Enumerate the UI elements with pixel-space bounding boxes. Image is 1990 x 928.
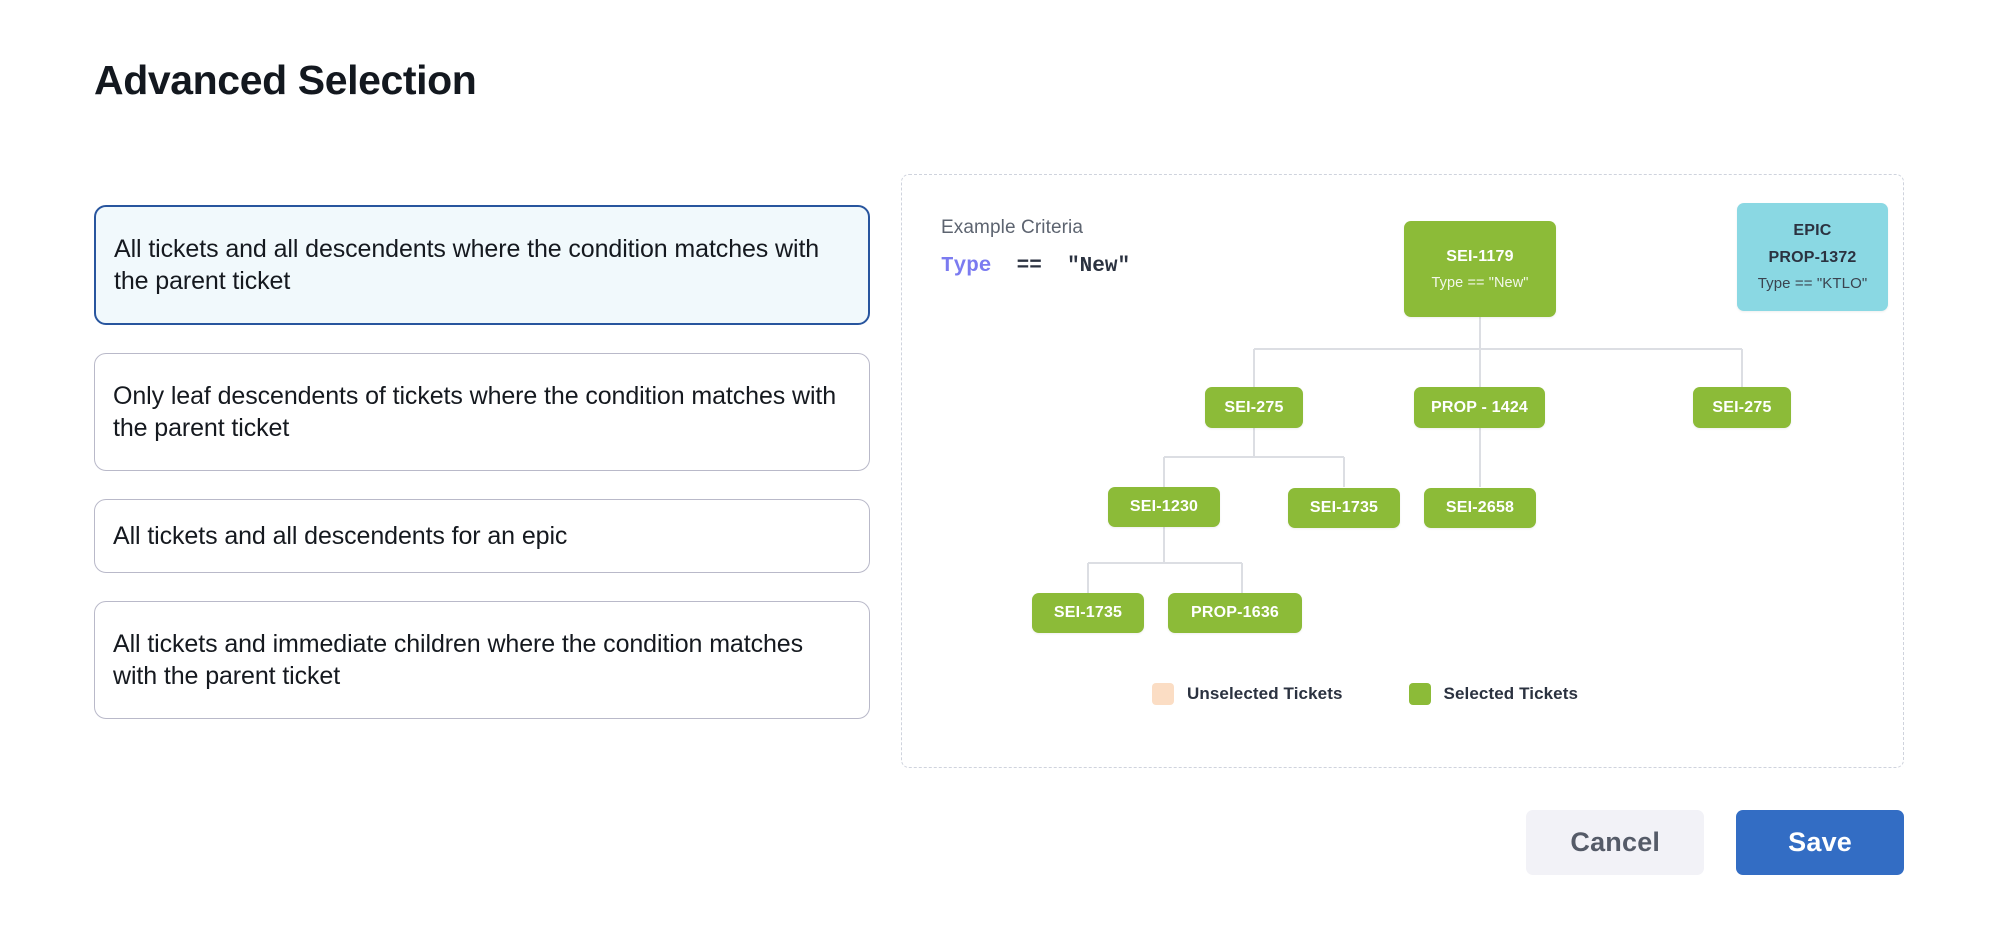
node-label: EPIC	[1793, 222, 1832, 239]
node-sublabel: Type == "New"	[1431, 274, 1529, 291]
node-sublabel: Type == "KTLO"	[1757, 275, 1868, 292]
tree-node-prop-1636[interactable]: PROP-1636	[1168, 593, 1302, 633]
criteria-operator: ==	[1016, 255, 1042, 278]
option-label: All tickets and all descendents for an e…	[113, 522, 568, 550]
tree-node-sei-275-right[interactable]: SEI-275	[1693, 387, 1791, 428]
option-card-leaf-descendents-condition[interactable]: Only leaf descendents of tickets where t…	[94, 353, 870, 471]
node-label: SEI-275	[1712, 398, 1772, 416]
option-card-immediate-children-condition[interactable]: All tickets and immediate children where…	[94, 601, 870, 719]
save-button[interactable]: Save	[1736, 810, 1904, 875]
node-midlabel: PROP-1372	[1768, 249, 1857, 266]
node-label: PROP - 1424	[1430, 398, 1529, 416]
tree-node-sei-1230[interactable]: SEI-1230	[1108, 487, 1220, 527]
node-label: SEI-1230	[1129, 498, 1199, 515]
option-card-all-descendents-condition[interactable]: All tickets and all descendents where th…	[94, 205, 870, 325]
tree-node-sei-2658[interactable]: SEI-2658	[1424, 488, 1536, 528]
tree-node-sei-275-left[interactable]: SEI-275	[1205, 387, 1303, 428]
option-label: All tickets and immediate children where…	[113, 630, 803, 690]
unselected-swatch-icon	[1152, 683, 1174, 705]
node-label: PROP-1636	[1190, 604, 1280, 621]
criteria-field: Type	[941, 255, 992, 278]
tree-node-sei-1735-row4[interactable]: SEI-1735	[1032, 593, 1144, 633]
cancel-button[interactable]: Cancel	[1526, 810, 1705, 875]
node-label: SEI-1735	[1053, 604, 1123, 621]
dialog-footer: Cancel Save	[1526, 810, 1904, 875]
tree-node-sei-1735-row3[interactable]: SEI-1735	[1288, 488, 1400, 528]
node-label: SEI-2658	[1445, 499, 1515, 516]
criteria-value: "New"	[1067, 255, 1131, 278]
criteria-expression: Type == "New"	[941, 255, 1130, 278]
option-label: Only leaf descendents of tickets where t…	[113, 382, 837, 442]
node-label: SEI-1179	[1446, 247, 1514, 265]
criteria-title: Example Criteria	[941, 217, 1084, 238]
tree-node-epic-prop-1372[interactable]: EPIC PROP-1372 Type == "KTLO"	[1737, 203, 1888, 311]
options-list: All tickets and all descendents where th…	[94, 205, 870, 747]
legend-label: Selected Tickets	[1443, 684, 1579, 703]
selected-swatch-icon	[1408, 683, 1431, 705]
legend-item-unselected: Unselected Tickets	[1152, 683, 1343, 705]
node-label: SEI-275	[1224, 398, 1284, 416]
example-diagram-panel: Example Criteria Type == "New"	[901, 174, 1904, 768]
legend-label: Unselected Tickets	[1187, 684, 1343, 703]
node-label: SEI-1735	[1309, 499, 1379, 516]
page-title: Advanced Selection	[94, 57, 477, 103]
legend-item-selected: Selected Tickets	[1408, 683, 1579, 705]
option-label: All tickets and all descendents where th…	[114, 235, 820, 295]
tree-node-prop-1424[interactable]: PROP - 1424	[1414, 387, 1545, 428]
option-card-all-descendents-epic[interactable]: All tickets and all descendents for an e…	[94, 499, 870, 573]
tree-node-sei-1179[interactable]: SEI-1179 Type == "New"	[1404, 221, 1556, 317]
diagram-legend: Unselected Tickets Selected Tickets	[1152, 683, 1578, 705]
